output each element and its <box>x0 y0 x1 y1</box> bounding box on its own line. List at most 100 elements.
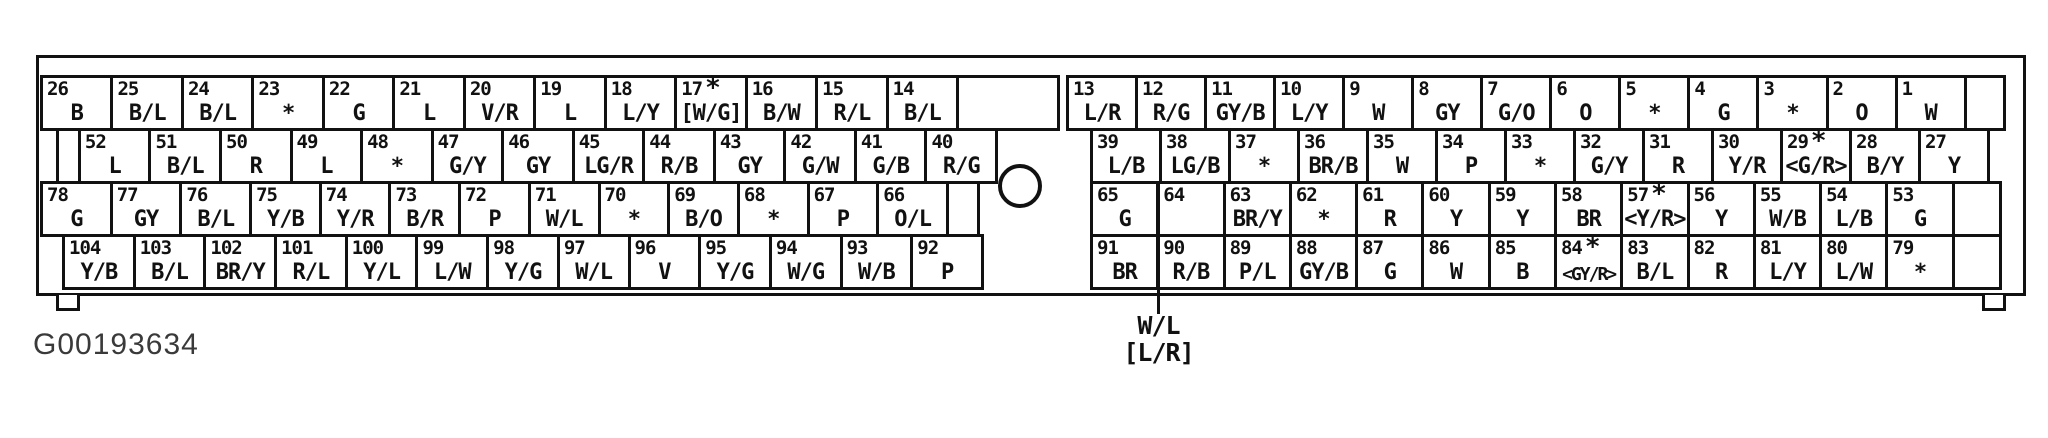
blank-cell <box>1954 237 1999 287</box>
pin-number: 4 <box>1694 78 1705 100</box>
pin-number: 27 <box>1925 131 1947 153</box>
pin-number: 25 <box>117 78 139 100</box>
wire-color-code: Y <box>1516 207 1529 232</box>
wire-color-code: <Y/R> <box>1624 207 1686 232</box>
wire-color-code: G <box>1118 207 1132 232</box>
pin-number: 67 <box>813 184 836 206</box>
wire-color-code: BR/Y <box>1232 207 1283 232</box>
pin-number: 38 <box>1166 131 1188 153</box>
wire-color-code: L/W <box>433 260 472 285</box>
pin-number: 40 <box>931 131 953 153</box>
wire-color-code: O <box>1855 101 1868 126</box>
wire-color-code: Y/R <box>1728 154 1767 179</box>
pin-number: 22 <box>328 78 351 100</box>
pin-number: 68 <box>743 184 766 206</box>
wire-color-code: BR <box>1112 260 1138 285</box>
wire-color-code: W <box>1924 101 1937 126</box>
wire-color-code: GY <box>133 207 159 232</box>
wire-color-code: G <box>352 101 365 126</box>
pin-number: 45 <box>578 131 601 153</box>
pin-number: 75 <box>256 184 278 206</box>
wire-color-code: R/G <box>1152 101 1191 126</box>
pin-number: 1 <box>1901 78 1913 100</box>
pin-number: 57* <box>1627 179 1667 209</box>
wire-color-code: B/L <box>151 260 189 285</box>
pin-number: 87 <box>1362 237 1384 259</box>
pin-number: 49 <box>296 131 319 153</box>
pin-cell-57: 57*<Y/R> <box>1623 179 1690 234</box>
wire-color-code: * <box>1648 101 1661 126</box>
wire-color-code: <GY/R> <box>1562 264 1617 285</box>
wire-color-code: W <box>1395 154 1409 179</box>
pin-number: 51 <box>155 131 177 153</box>
pin-number: 59 <box>1494 184 1517 206</box>
pin-number: 104 <box>69 237 101 259</box>
wire-color-code: Y/G <box>716 260 755 285</box>
pin-number: 91 <box>1097 237 1119 259</box>
wire-color-code: B/L <box>166 154 205 179</box>
wire-color-code: P <box>836 207 850 232</box>
pin-number: 101 <box>281 237 313 259</box>
wire-color-code: BR/Y <box>215 260 266 285</box>
pin-number: 8 <box>1418 78 1429 100</box>
pin-number: 97 <box>563 237 586 259</box>
pin-number: 46 <box>508 131 530 153</box>
wire-color-code: Y <box>1947 154 1961 179</box>
wire-color-code: B/L <box>1636 260 1675 285</box>
blank-cell <box>1954 184 1999 234</box>
pin-number: 79 <box>1892 237 1914 259</box>
wire-color-code: B <box>1516 260 1529 285</box>
pin-cell-48: 48* <box>363 131 434 181</box>
pin-number: 44 <box>649 131 671 153</box>
wire-color-code: L/W <box>1835 260 1873 285</box>
pin-number: 103 <box>139 237 172 259</box>
pin-number: 100 <box>351 237 384 259</box>
wire-color-code: GY <box>525 154 551 179</box>
pin-number: 98 <box>493 237 515 259</box>
wire-color-code: B/L <box>903 101 942 126</box>
pin-number: 39 <box>1097 131 1119 153</box>
wire-color-code: GY/B <box>1215 101 1266 126</box>
pin-number: 96 <box>634 237 657 259</box>
wire-color-code: L <box>422 101 436 126</box>
wire-color-code: G/Y <box>449 154 487 179</box>
wire-color-code: [W/G] <box>680 101 742 126</box>
pin-number: 24 <box>187 78 210 100</box>
wire-color-code: V/R <box>481 101 519 126</box>
wire-color-code: Y/G <box>504 260 543 285</box>
pin-number: 94 <box>775 237 798 259</box>
wire-color-code: B/Y <box>1866 154 1905 179</box>
wire-color-code: <G/R> <box>1785 154 1847 179</box>
wire-color-code: B/R <box>406 207 444 232</box>
